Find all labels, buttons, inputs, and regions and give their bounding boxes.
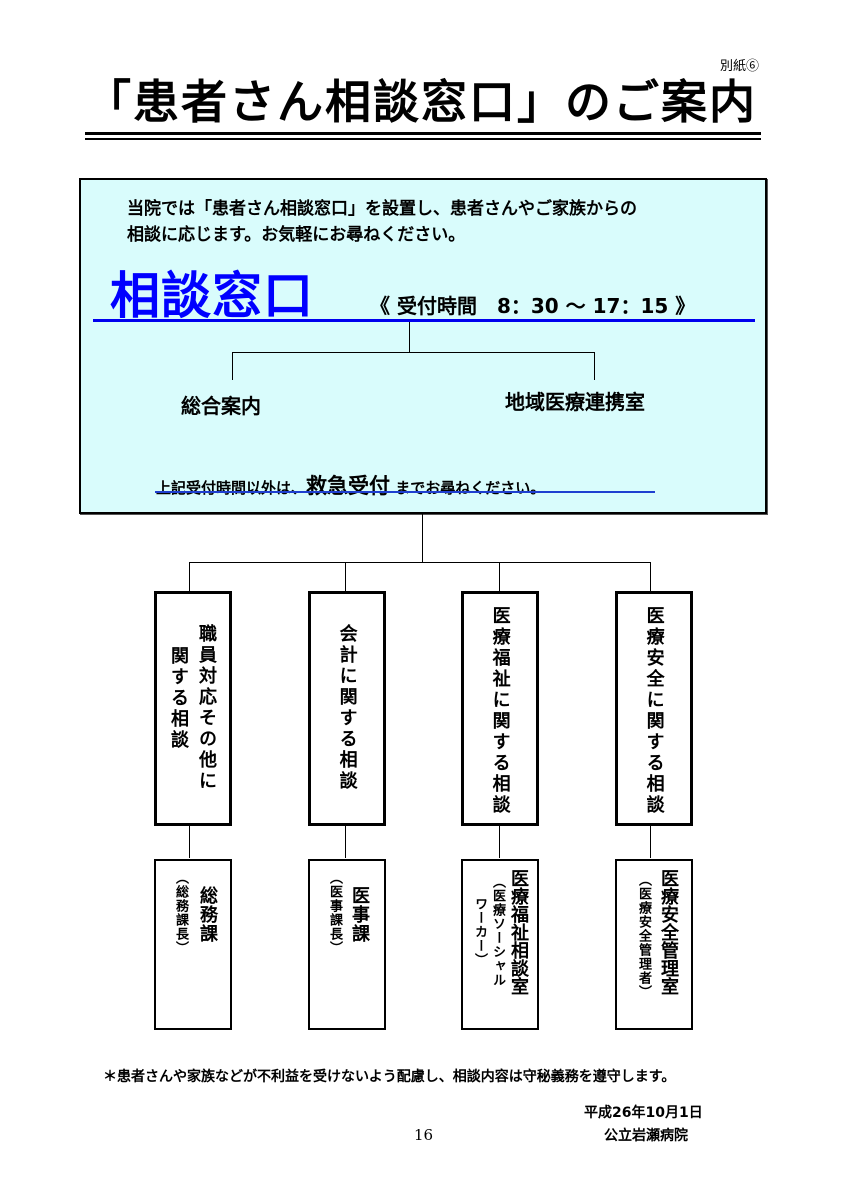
connector-line xyxy=(232,352,233,380)
dept-box-general-affairs: 総務課 （総務課長） xyxy=(154,859,232,1030)
connector-line xyxy=(594,352,595,380)
dept-contact-cont: ワーカー） xyxy=(472,897,487,967)
appendix-label: 別紙⑥ xyxy=(720,59,760,74)
organization-name: 公立岩瀬病院 xyxy=(604,1128,688,1144)
intro-line-2: 相談に応じます。お気軽にお尋ねください。 xyxy=(127,225,466,245)
category-topic: 医療安全に関する相談 xyxy=(643,606,665,816)
dept-name: 医療安全管理室 xyxy=(658,869,679,995)
dept-contact: （医療ソーシャル xyxy=(490,875,505,987)
reception-general-info: 総合案内 xyxy=(181,394,261,418)
connector-line xyxy=(650,826,651,858)
connector-line xyxy=(499,826,500,858)
dept-contact: （医療安全管理者） xyxy=(636,873,651,999)
dept-box-welfare-consult: 医療福祉相談室 （医療ソーシャル ワーカー） xyxy=(461,859,539,1030)
category-topic: 医療福祉に関する相談 xyxy=(489,606,511,816)
after-hours-prefix: 上記受付時間以外は、 xyxy=(156,479,307,497)
connector-line xyxy=(422,514,423,563)
category-box-safety: 医療安全に関する相談 xyxy=(615,591,693,826)
after-hours-suffix: までお尋ねください。 xyxy=(390,479,546,497)
dept-name: 医療福祉相談室 xyxy=(508,869,529,995)
title-rule-bottom xyxy=(85,138,761,140)
connector-line xyxy=(499,562,500,592)
page-title: 「患者さん相談窓口」のご案内 xyxy=(85,75,757,129)
connector-line xyxy=(409,322,410,352)
reception-hours: 《 受付時間 8：30 ～ 17：15 》 xyxy=(370,294,696,318)
dept-contact: （医事課長） xyxy=(327,871,342,955)
dept-box-safety-mgmt: 医療安全管理室 （医療安全管理者） xyxy=(615,859,693,1030)
confidentiality-note: ＊患者さんや家族などが不利益を受けないよう配慮し、相談内容は守秘義務を遵守します… xyxy=(103,1069,676,1085)
category-box-welfare: 医療福祉に関する相談 xyxy=(461,591,539,826)
connector-line xyxy=(189,562,651,563)
category-topic: 会計に関する相談 xyxy=(336,624,358,792)
intro-line-1: 当院では「患者さん相談窓口」を設置し、患者さんやご家族からの xyxy=(127,199,637,219)
connector-line xyxy=(650,562,651,592)
dept-box-medical-affairs: 医事課 （医事課長） xyxy=(308,859,386,1030)
connector-line xyxy=(189,826,190,858)
dept-contact: （総務課長） xyxy=(173,871,188,955)
intro-text: 当院では「患者さん相談窓口」を設置し、患者さんやご家族からの 相談に応じます。お… xyxy=(127,196,637,248)
after-hours-underline xyxy=(155,491,655,493)
dept-name: 医事課 xyxy=(349,886,370,943)
connector-line xyxy=(189,562,190,592)
dept-name: 総務課 xyxy=(197,886,218,943)
connector-line xyxy=(232,352,595,353)
reception-regional-liaison: 地域医療連携室 xyxy=(505,390,645,414)
category-topic: 職員対応その他に xyxy=(196,624,217,792)
issue-date: 平成26年10月1日 xyxy=(584,1105,703,1121)
emergency-reception: 救急受付 xyxy=(306,474,391,498)
counter-name: 相談窓口 xyxy=(110,267,314,325)
after-hours-note: 上記受付時間以外は、救急受付 までお尋ねください。 xyxy=(156,470,545,500)
category-box-billing: 会計に関する相談 xyxy=(308,591,386,826)
category-topic-cont: 関する相談 xyxy=(168,646,189,751)
connector-line xyxy=(345,826,346,858)
title-rule-top xyxy=(85,132,761,135)
page-number: 16 xyxy=(414,1126,434,1144)
category-box-staff: 職員対応その他に 関する相談 xyxy=(154,591,232,826)
info-panel xyxy=(79,178,767,514)
counter-underline xyxy=(93,319,755,322)
connector-line xyxy=(345,562,346,592)
